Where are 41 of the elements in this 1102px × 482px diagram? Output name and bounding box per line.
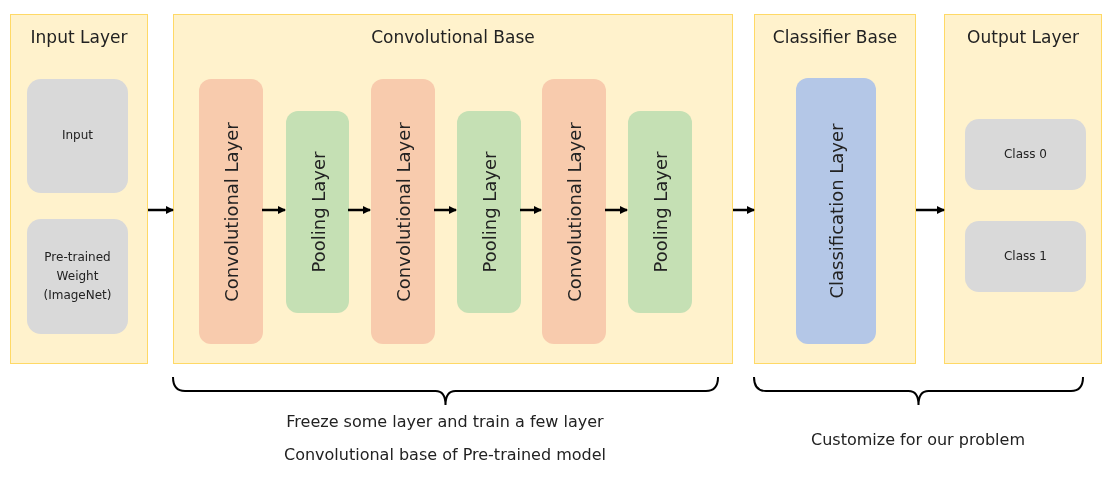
arrow [520,206,542,214]
layer-label: Pooling Layer [649,151,671,273]
layer-label: Convolutional Layer [392,121,414,302]
convolutional-layer-box [199,79,263,344]
convolutional-layer-box [371,79,435,344]
arrow [348,206,371,214]
box-label: Input [61,127,94,145]
layer-box [27,219,128,334]
annotation-text: Freeze some layer and train a few layer [286,412,604,431]
layer-label: Convolutional Layer [220,121,242,302]
arrow [916,206,945,214]
pooling-layer-box [457,111,521,313]
pooling-layer-box [628,111,692,313]
layer-panel [173,14,733,364]
box-label: Class 1 [1004,247,1047,265]
panel-title: Convolutional Base [370,27,536,47]
arrow [262,206,286,214]
layer-box [27,79,128,193]
layer-label: Pooling Layer [478,151,500,273]
panel-title: Input Layer [29,27,129,47]
layer-box [965,119,1086,190]
layer-label: Classification Layer [825,123,847,299]
layer-label: Convolutional Layer [563,121,585,302]
convolutional-layer-box [542,79,606,344]
pooling-layer-box [286,111,349,313]
annotation-text: Convolutional base of Pre-trained model [284,445,606,464]
arrow [434,206,457,214]
layer-panel [754,14,916,364]
panel-title: Classifier Base [771,27,899,47]
layer-label: Pooling Layer [307,151,328,273]
arrow [605,206,628,214]
layer-panel [944,14,1102,364]
arrow [733,206,755,214]
panel-title: Output Layer [966,27,1080,47]
arrow [148,206,174,214]
box-label: Class 0 [1004,145,1047,163]
box-label: Pre-trained Weight (ImageNet) [42,248,113,305]
layer-box [965,221,1086,292]
classification-layer-box [796,78,876,344]
annotation-text: Customize for our problem [811,430,1025,449]
layer-panel [10,14,148,364]
